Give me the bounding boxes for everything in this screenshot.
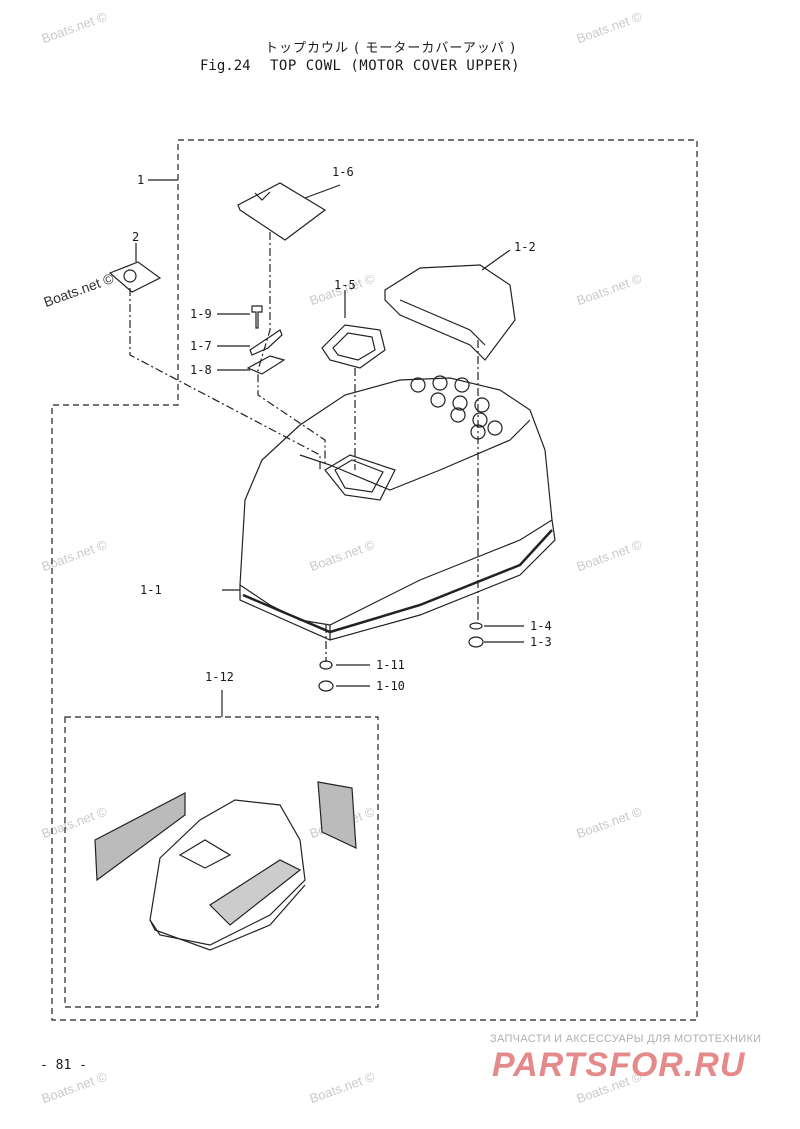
part-2-plate — [108, 261, 162, 293]
part-1-5-grommet — [321, 324, 386, 369]
callout-1-10: 1-10 — [376, 679, 405, 693]
decal-set-boundary — [64, 716, 379, 1008]
part-1-10-nut — [318, 680, 334, 692]
callout-1-9: 1-9 — [190, 307, 212, 321]
callout-2: 2 — [132, 230, 140, 244]
callout-1-8: 1-8 — [190, 363, 212, 377]
callout-1-1: 1-1 — [140, 583, 162, 597]
callout-1-11: 1-11 — [376, 658, 405, 672]
assembly-boundary — [51, 139, 698, 1021]
small-cowl — [149, 799, 306, 946]
part-1-7-clip — [249, 329, 283, 356]
part-1-3-nut — [468, 636, 484, 648]
part-1-6-cover — [237, 182, 327, 241]
page-number: - 81 - — [40, 1058, 87, 1073]
part-1-11-washer — [319, 660, 333, 670]
ad-brand-logo: PARTSFOR.RU — [492, 1046, 746, 1084]
decal-left — [94, 792, 186, 882]
figure-number: Fig.24 — [200, 58, 251, 74]
callout-1-4: 1-4 — [530, 619, 552, 633]
callout-1-12: 1-12 — [205, 670, 234, 684]
callout-1-6: 1-6 — [332, 165, 354, 179]
ad-tagline: ЗАПЧАСТИ И АКСЕССУАРЫ ДЛЯ МОТОТЕХНИКИ — [490, 1033, 762, 1045]
part-1-4-washer — [469, 622, 483, 630]
callout-1: 1 — [137, 173, 145, 187]
part-1-9-bolt — [251, 305, 263, 329]
callout-1-7: 1-7 — [190, 339, 212, 353]
title-japanese: トップカウル ( モーターカバーアッパ ) — [265, 41, 517, 56]
callout-1-2: 1-2 — [514, 240, 536, 254]
callout-1-5: 1-5 — [334, 278, 356, 292]
page-title: TOP COWL (MOTOR COVER UPPER) — [270, 58, 521, 74]
callout-1-3: 1-3 — [530, 635, 552, 649]
part-1-8-plate — [246, 355, 286, 375]
part-1-2-cover — [384, 264, 516, 361]
decal-right — [317, 781, 357, 849]
